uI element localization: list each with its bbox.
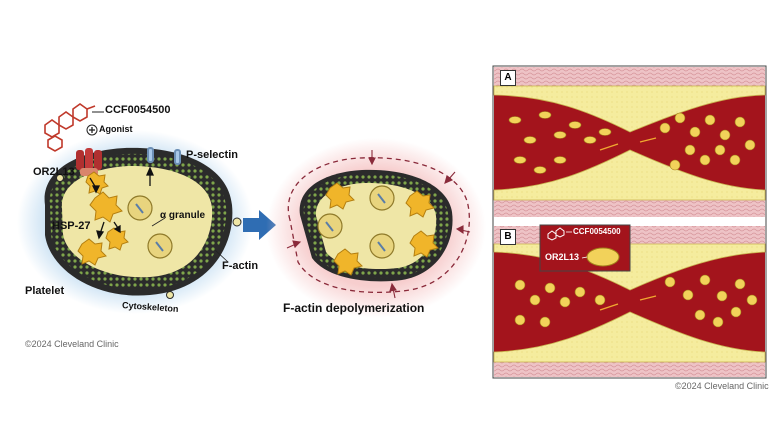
inset-platelet	[586, 247, 620, 267]
hsp27-label: HSP-27	[52, 220, 91, 232]
depolymerization-label: F-actin depolymerization	[283, 301, 425, 315]
receptor-icon	[76, 148, 102, 176]
plaque-bottom-a	[493, 149, 766, 201]
p-selectin-label: P-selectin	[186, 149, 238, 161]
platelets-b	[514, 274, 758, 328]
dashed-membrane	[287, 157, 470, 294]
f-actin-leader	[214, 249, 229, 263]
platelet-label: Platelet	[25, 285, 65, 297]
flow-arrows-a	[599, 137, 657, 151]
alpha-granule-leader	[151, 217, 166, 227]
receptor-label: OR2L13	[33, 166, 75, 178]
hsp27-cluster	[77, 171, 129, 266]
compound-molecule	[44, 103, 96, 152]
f-actin-label: F-actin	[222, 260, 259, 272]
vessel-panel-a	[493, 67, 766, 217]
inset-receptor-label: OR2L13	[545, 252, 580, 262]
inset-molecule	[547, 227, 565, 241]
copyright-right: ©2024 Cleveland Clinic	[675, 381, 769, 391]
plaque-bottom-b	[493, 311, 766, 363]
panel-a-tag: A	[500, 70, 516, 86]
hsp27-cluster-dispersed	[325, 182, 439, 276]
vessel-panel-b	[493, 224, 766, 377]
platelets-a	[508, 111, 756, 174]
agonist-label: Agonist	[99, 124, 133, 134]
p-selectin-icon	[147, 147, 181, 165]
alpha-granule-label: α granule	[160, 210, 206, 221]
flow-arrows-b	[599, 295, 657, 311]
compound-label: CCF0054500	[105, 104, 171, 116]
signal-arrows	[89, 166, 154, 240]
inset-compound-label: CCF0054500	[573, 227, 621, 236]
panel-b-tag: B	[500, 229, 516, 245]
copyright-left: ©2024 Cleveland Clinic	[25, 339, 119, 349]
inward-arrows	[286, 150, 471, 299]
plaque-top-a	[493, 85, 766, 133]
